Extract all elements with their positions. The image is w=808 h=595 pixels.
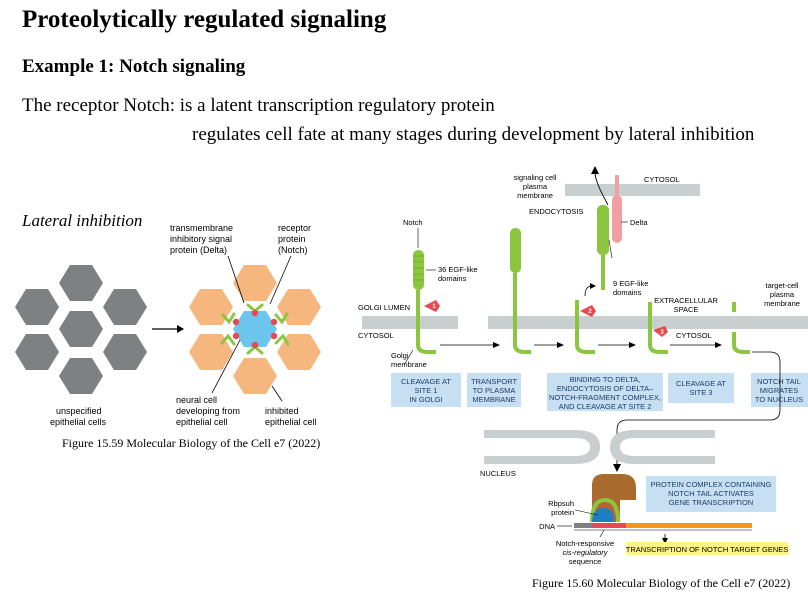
label-target-cell: target-cell bbox=[766, 281, 799, 290]
label-dna: DNA bbox=[539, 522, 555, 531]
notch-delta-complex bbox=[575, 175, 622, 354]
box1-line3: IN GOLGI bbox=[409, 395, 442, 404]
label-notch: Notch bbox=[403, 218, 423, 227]
site-3-number: 3 bbox=[660, 330, 664, 336]
label-inhibitory-signal: inhibitory signal bbox=[170, 234, 232, 244]
box4-line2: SITE 3 bbox=[690, 388, 713, 397]
neural-cell-cluster bbox=[189, 265, 321, 394]
label-protein-delta: protein (Delta) bbox=[170, 245, 227, 255]
label-notch-responsive: Notch-responsive bbox=[556, 539, 614, 548]
label-rbpsuh: Rbpsuh bbox=[548, 499, 574, 508]
box2-line1: TRANSPORT bbox=[471, 377, 518, 386]
transcription-complex bbox=[590, 474, 636, 523]
label-36-egf: 36 EGF-like bbox=[438, 265, 478, 274]
figure-15-60-caption: Figure 15.60 Molecular Biology of the Ce… bbox=[532, 576, 791, 590]
label-cytosol-right: CYTOSOL bbox=[676, 331, 712, 340]
label-9-egf-domains: domains bbox=[613, 288, 642, 297]
transcription-highlight bbox=[626, 542, 789, 555]
complex-line1: PROTEIN COMPLEX CONTAINING bbox=[651, 480, 772, 489]
label-space: SPACE bbox=[674, 305, 699, 314]
box5-line3: TO NUCLEUS bbox=[755, 395, 803, 404]
slide-title: Proteolytically regulated signaling bbox=[22, 6, 387, 33]
label-9-egf: 9 EGF-like bbox=[613, 279, 648, 288]
label-nucleus: NUCLEUS bbox=[480, 469, 516, 478]
label-golgi-membrane: membrane bbox=[391, 360, 427, 369]
label-transcription: TRANSCRIPTION OF NOTCH TARGET GENES bbox=[626, 545, 789, 554]
label-inhibited-epithelial-cell: epithelial cell bbox=[265, 417, 317, 427]
box3-line1: BINDING TO DELTA, bbox=[570, 375, 641, 384]
box3-line3: NOTCH-FRAGMENT COMPLEX, bbox=[549, 393, 661, 402]
label-transmembrane: transmembrane bbox=[170, 223, 233, 233]
label-signaling-plasma: plasma bbox=[523, 182, 548, 191]
notch-receptor-golgi bbox=[413, 250, 440, 354]
step-box-tail-migrates bbox=[751, 373, 808, 407]
slide-subtitle: Example 1: Notch signaling bbox=[22, 56, 246, 77]
box3-line2: ENDOCYTOSIS OF DELTA– bbox=[557, 384, 654, 393]
step-box-cleavage-site3 bbox=[668, 373, 734, 403]
label-endocytosis: ENDOCYTOSIS bbox=[529, 207, 583, 216]
neural-cell bbox=[233, 311, 277, 347]
label-developing-from: developing from bbox=[176, 406, 240, 416]
step-box-binding-delta bbox=[547, 373, 663, 411]
box1-line2: SITE 1 bbox=[415, 386, 438, 395]
label-receptor: receptor bbox=[278, 223, 311, 233]
label-signaling-cell: signaling cell bbox=[514, 173, 557, 182]
arrow bbox=[152, 325, 184, 333]
complex-line2: NOTCH TAIL ACTIVATES bbox=[668, 489, 754, 498]
lateral-inhibition-heading: Lateral inhibition bbox=[22, 211, 143, 230]
box2-line2: TO PLASMA bbox=[473, 386, 516, 395]
label-target-membrane: membrane bbox=[764, 299, 800, 308]
label-rbpsuh-protein: protein bbox=[551, 508, 574, 517]
complex-line3: GENE TRANSCRIPTION bbox=[669, 498, 753, 507]
label-golgi-lumen: GOLGI LUMEN bbox=[358, 303, 410, 312]
box5-line2: MIGRATES bbox=[760, 386, 799, 395]
label-delta: Delta bbox=[630, 218, 648, 227]
label-inhibited: inhibited bbox=[265, 406, 299, 416]
site-2-number: 2 bbox=[588, 309, 592, 315]
label-cis-regulatory: cis-regulatory bbox=[562, 548, 608, 557]
label-36-egf-domains: domains bbox=[438, 274, 467, 283]
box3-line4: AND CLEAVAGE AT SITE 2 bbox=[559, 402, 652, 411]
label-signaling-membrane: membrane bbox=[517, 191, 553, 200]
label-epithelial-cell: epithelial cell bbox=[176, 417, 228, 427]
label-epithelial-cells: epithelial cells bbox=[50, 417, 107, 427]
notch-fragment-site3 bbox=[648, 302, 668, 354]
complex-label-box bbox=[646, 476, 776, 512]
label-extracellular: EXTRACELLULAR bbox=[654, 296, 718, 305]
step-box-cleavage-site1 bbox=[391, 373, 461, 407]
label-unspecified: unspecified bbox=[56, 406, 102, 416]
notch-description-line-1: The receptor Notch: is a latent transcri… bbox=[22, 95, 495, 116]
nuclear-envelope bbox=[484, 430, 715, 464]
golgi-membrane bbox=[362, 316, 458, 329]
label-protein: protein bbox=[278, 234, 306, 244]
label-target-plasma: plasma bbox=[770, 290, 795, 299]
label-notch: (Notch) bbox=[278, 245, 308, 255]
label-cytosol-top: CYTOSOL bbox=[644, 175, 680, 184]
box4-line1: CLEAVAGE AT bbox=[676, 379, 726, 388]
notch-description-line-2: regulates cell fate at many stages durin… bbox=[192, 124, 755, 145]
box1-line1: CLEAVAGE AT bbox=[401, 377, 451, 386]
site-1-number: 1 bbox=[432, 304, 436, 310]
step-box-transport bbox=[467, 373, 521, 407]
label-cytosol-left: CYTOSOL bbox=[358, 331, 394, 340]
notch-receptor-transport bbox=[510, 228, 531, 354]
signaling-cell-membrane bbox=[565, 184, 700, 196]
label-golgi: Golgi bbox=[391, 351, 409, 360]
box2-line3: MEMBRANE bbox=[472, 395, 515, 404]
notch-tail bbox=[732, 302, 750, 354]
label-sequence: sequence bbox=[569, 557, 602, 566]
label-neural-cell: neural cell bbox=[176, 395, 217, 405]
figure-15-59-caption: Figure 15.59 Molecular Biology of the Ce… bbox=[62, 436, 321, 450]
box5-line1: NOTCH TAIL bbox=[757, 377, 801, 386]
